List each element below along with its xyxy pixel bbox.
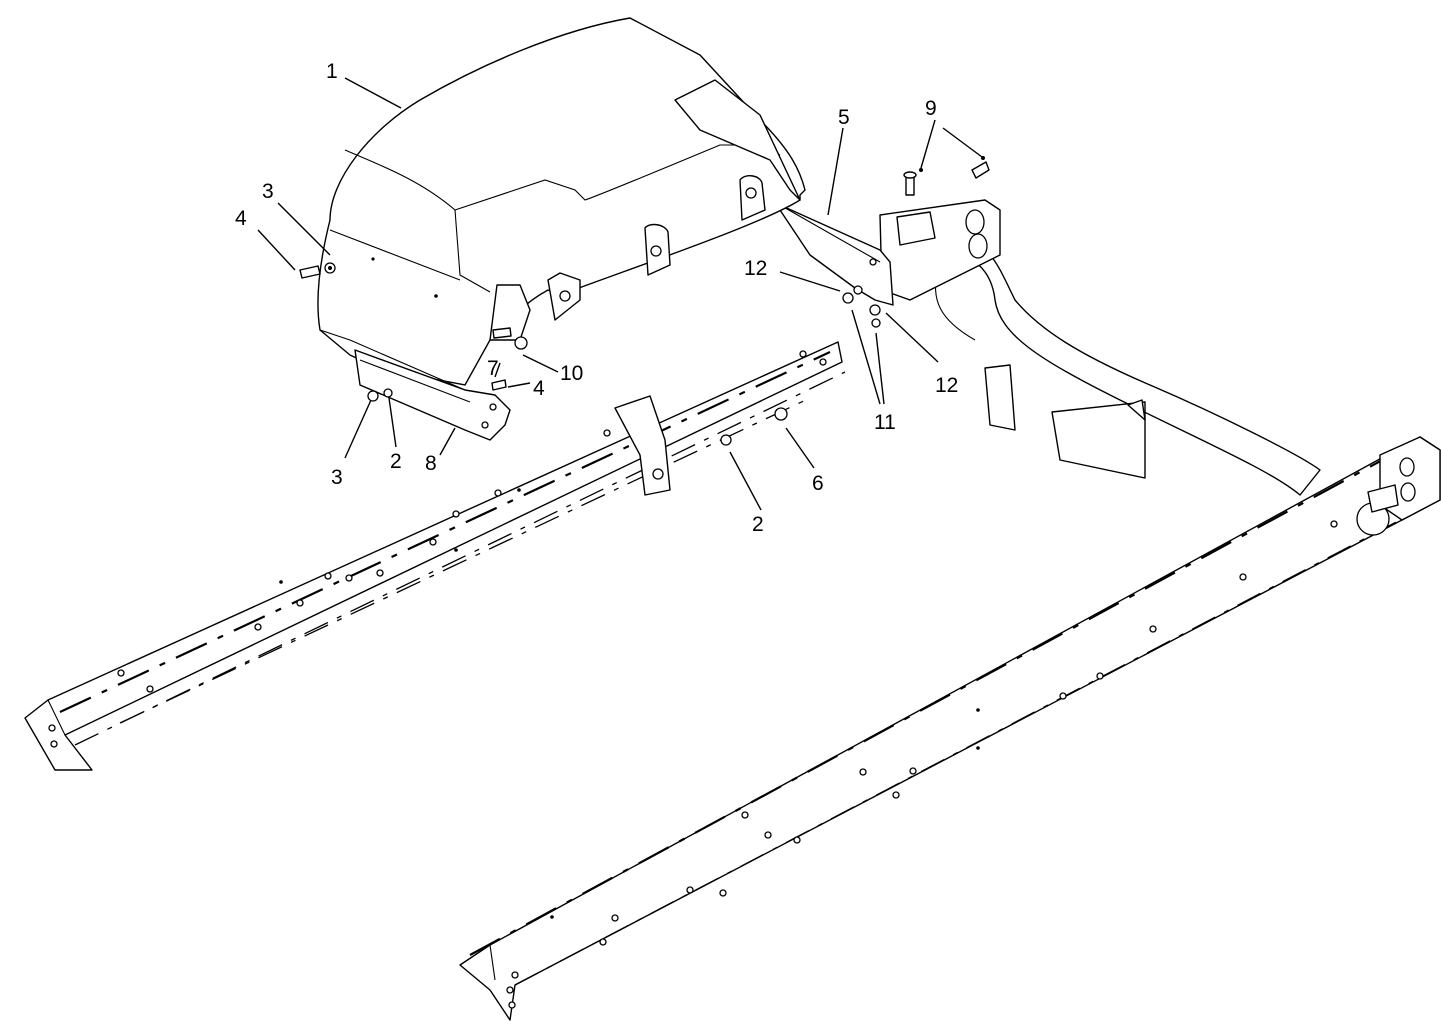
callout-10: 10 [560,362,583,385]
callout-3: 3 [331,466,343,489]
callout-5: 5 [838,106,850,129]
callout-2: 2 [752,513,764,536]
callout-labels: 1 2 2 3 3 4 4 5 6 7 8 9 10 11 12 12 [235,60,958,536]
center-hanger [614,395,671,496]
callout-7: 7 [487,357,499,380]
cover-housing [317,17,806,391]
callout-1: 1 [326,60,338,83]
callout-8: 8 [425,452,437,475]
callout-2: 2 [390,450,402,473]
hardware [299,156,985,446]
callout-12: 12 [744,257,767,280]
clamp-bracket [896,161,990,246]
callout-6: 6 [812,472,824,495]
callout-9: 9 [925,97,937,120]
tubular-crossmember [929,239,1321,496]
callout-12: 12 [935,374,958,397]
right-frame-rail [459,436,1441,1021]
callout-4: 4 [235,207,247,230]
callout-3: 3 [262,180,274,203]
lower-bracket [354,349,511,441]
mounting-bracket [771,196,894,306]
callout-4: 4 [533,377,545,400]
rear-mount-block [879,199,1001,301]
leader-lines [257,77,983,511]
callout-11: 11 [874,411,896,434]
